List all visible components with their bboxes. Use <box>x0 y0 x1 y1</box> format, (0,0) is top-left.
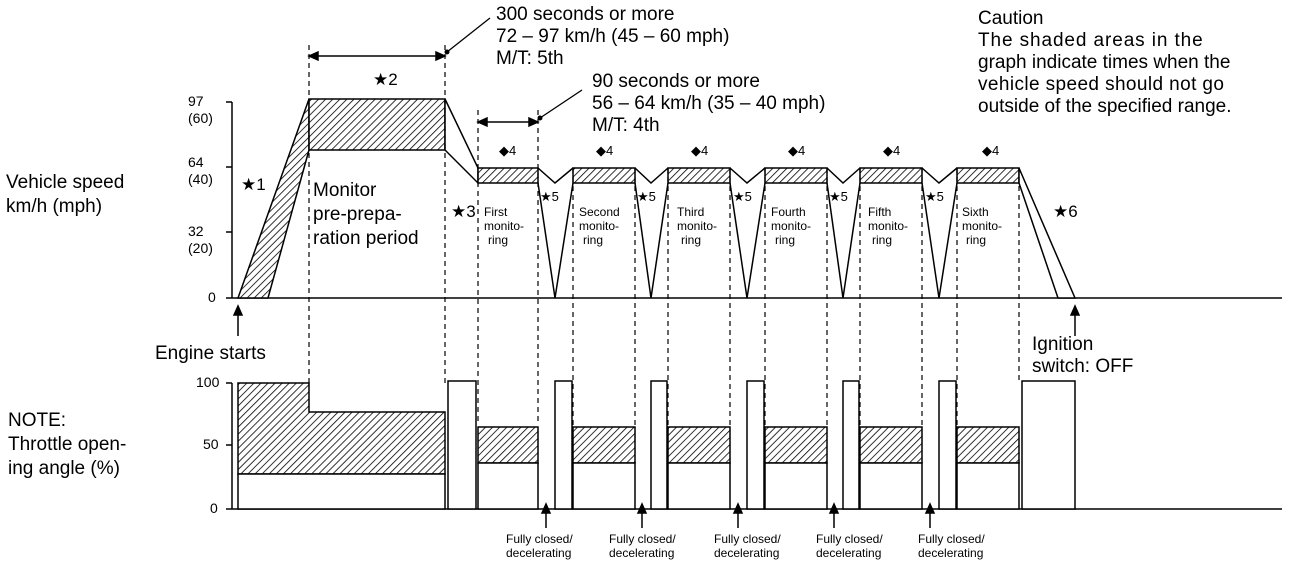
decel-2-l2: decelerating <box>609 546 675 560</box>
caution-line-2: graph indicate times when the <box>978 52 1231 73</box>
annotation-gear-1: M/T: 5th <box>496 48 564 69</box>
monitoring-2-l1: Second <box>579 205 620 219</box>
monitoring-2-l3: ring <box>583 233 604 247</box>
tick-100: 100 <box>196 374 220 390</box>
diamond-4-c: ◆4 <box>691 143 709 158</box>
star-5-e: ★5 <box>925 189 944 204</box>
throttle-axis-label-1: Throttle open- <box>8 434 127 455</box>
caution-line-1: The shaded areas in the <box>978 30 1204 51</box>
star-1: ★1 <box>241 175 266 194</box>
decel-5-l1: Fully closed/ <box>918 532 985 546</box>
caution-line-4: outside of the specified range. <box>978 96 1232 117</box>
star-6: ★6 <box>1053 202 1078 221</box>
monitoring-1-l2: monito- <box>484 219 525 233</box>
star-5-a: ★5 <box>540 189 559 204</box>
decel-dips <box>537 167 958 299</box>
diamond-4-f: ◆4 <box>982 143 1000 158</box>
transition-band <box>444 98 479 185</box>
speed-graph <box>226 17 1282 425</box>
star-3: ★3 <box>451 202 476 221</box>
accel-band <box>236 98 310 299</box>
star-2: ★2 <box>373 70 398 89</box>
monitoring-3-l1: Third <box>677 205 705 219</box>
period-dashed-lines <box>308 45 1020 425</box>
monitoring-5-l3: ring <box>872 233 893 247</box>
monitor-prep-1: Monitor <box>313 180 377 201</box>
monitor-band-4 <box>764 167 828 184</box>
monitoring-1-l3: ring <box>488 233 509 247</box>
monitoring-6-l1: Sixth <box>962 205 989 219</box>
annotation-90s: 90 seconds or more <box>592 71 760 92</box>
throttle-note: NOTE: <box>8 410 67 431</box>
tick-64: 64 <box>188 154 204 170</box>
monitoring-4-l2: monito- <box>771 219 812 233</box>
diamond-4-b: ◆4 <box>596 143 614 158</box>
monitoring-4-l3: ring <box>775 233 796 247</box>
engine-starts-label: Engine starts <box>155 343 266 364</box>
decel-3-l2: decelerating <box>714 546 780 560</box>
throttle-graph <box>226 380 1282 528</box>
ignition-label-2: switch: OFF <box>1032 356 1134 377</box>
throttle-spikes <box>554 380 1076 510</box>
monitoring-6-l2: monito- <box>962 219 1003 233</box>
tick-32: 32 <box>188 223 204 239</box>
monitoring-3-l3: ring <box>681 233 702 247</box>
monitor-band-2 <box>572 167 636 184</box>
annotation-300s: 300 seconds or more <box>496 4 675 25</box>
decel-arrows <box>540 502 936 528</box>
decel-1-l2: decelerating <box>506 546 572 560</box>
speed-axis-label-2: km/h (mph) <box>6 196 103 217</box>
decel-5-l2: decelerating <box>918 546 984 560</box>
caution-title: Caution <box>978 8 1044 29</box>
star-5-c: ★5 <box>733 189 752 204</box>
leader-lines <box>446 17 583 119</box>
tick-40: (40) <box>188 171 213 187</box>
dimension-arrows <box>307 50 540 128</box>
monitor-prep-2: pre-prepa- <box>313 204 402 225</box>
annotation-gear-2: M/T: 4th <box>592 115 660 136</box>
diamond-4-a: ◆4 <box>499 143 517 158</box>
star-5-d: ★5 <box>829 189 848 204</box>
monitoring-2-l2: monito- <box>579 219 620 233</box>
diamond-4-e: ◆4 <box>883 143 901 158</box>
throttle-start-band <box>237 382 446 475</box>
monitor-band-5 <box>859 167 923 184</box>
event-arrows <box>232 304 1081 336</box>
monitor-band-1 <box>477 167 539 184</box>
monitor-band-6 <box>956 167 1020 184</box>
tick-60: (60) <box>188 110 213 126</box>
tick-97: 97 <box>188 93 204 109</box>
throttle-axis-label-2: ing angle (%) <box>8 458 120 479</box>
tick-speed-0: 0 <box>208 289 216 305</box>
annotation-speed-range-2: 56 – 64 km/h (35 – 40 mph) <box>592 93 826 114</box>
tick-50: 50 <box>203 436 219 452</box>
throttle-monitor-bands <box>477 426 1020 510</box>
monitor-band-3 <box>667 167 731 184</box>
decel-4-l2: decelerating <box>816 546 882 560</box>
decel-3-l1: Fully closed/ <box>714 532 781 546</box>
decel-4-l1: Fully closed/ <box>816 532 883 546</box>
decel-1-l1: Fully closed/ <box>506 532 573 546</box>
star-5-b: ★5 <box>637 189 656 204</box>
tick-20: (20) <box>188 240 213 256</box>
tick-throttle-0: 0 <box>210 500 218 516</box>
speed-axis-label-1: Vehicle speed <box>6 172 125 193</box>
decel-2-l1: Fully closed/ <box>609 532 676 546</box>
monitoring-5-l1: Fifth <box>868 205 892 219</box>
caution-line-3: vehicle speed should not go <box>978 74 1225 95</box>
monitoring-6-l3: ring <box>966 233 987 247</box>
annotation-speed-range-1: 72 – 97 km/h (45 – 60 mph) <box>496 26 730 47</box>
diamond-4-d: ◆4 <box>788 143 806 158</box>
monitor-prep-3: ration period <box>313 228 419 249</box>
ignition-label-1: Ignition <box>1032 334 1094 355</box>
monitoring-3-l2: monito- <box>677 219 718 233</box>
monitoring-1-l1: First <box>484 205 508 219</box>
monitoring-5-l2: monito- <box>868 219 909 233</box>
pre-prep-band <box>308 98 446 151</box>
monitoring-4-l1: Fourth <box>771 205 806 219</box>
final-decel-band <box>1018 167 1077 299</box>
